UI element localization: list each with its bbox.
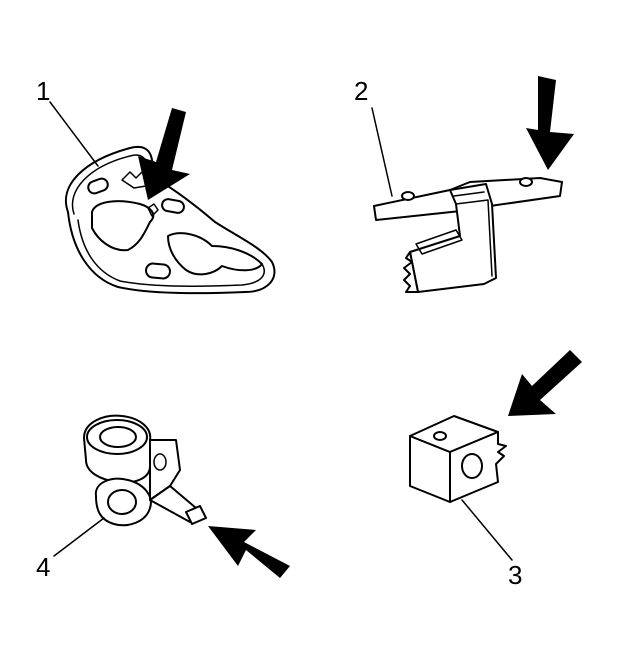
callout-2: 2: [354, 76, 368, 106]
part-1-gasket: 1: [36, 76, 276, 295]
callout-3: 3: [508, 560, 522, 590]
callout-4: 4: [36, 552, 50, 582]
part-4-fitting: 4: [36, 414, 290, 582]
callout-1: 1: [36, 76, 50, 106]
arrow-part-1: [138, 108, 190, 200]
arrow-part-3: [508, 350, 582, 416]
arrow-part-2: [526, 76, 574, 170]
part-2-bracket: 2: [354, 76, 574, 293]
part-3-block: 3: [409, 350, 582, 590]
arrow-part-4: [208, 526, 290, 578]
